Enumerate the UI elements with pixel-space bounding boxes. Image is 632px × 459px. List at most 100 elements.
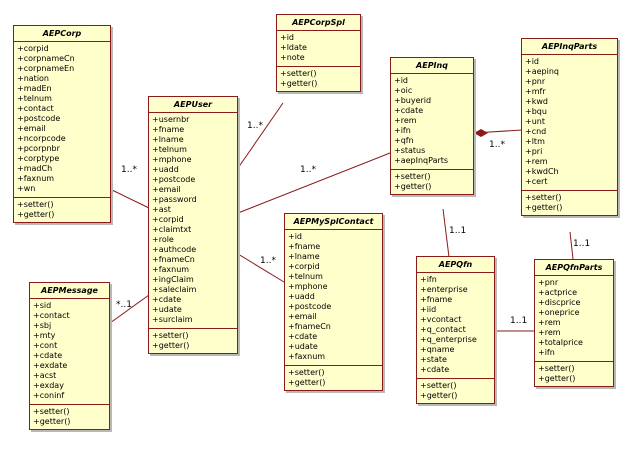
composition-diamond <box>474 129 488 137</box>
attribute: +rem <box>538 328 561 337</box>
class-name: AEPCorpSpl <box>277 15 360 31</box>
attribute: +exday <box>33 381 64 390</box>
attribute: +mphone <box>288 282 328 291</box>
attribute: +telnum <box>288 272 323 281</box>
multiplicity-inq-inqparts: 1..* <box>489 140 505 150</box>
class-name: AEPQfnParts <box>535 260 613 276</box>
multiplicity-corp-user: 1..* <box>121 165 137 175</box>
attribute: +telnum <box>17 94 52 103</box>
multiplicity-inq-qfn: 1..1 <box>449 226 467 236</box>
attribute: +qname <box>420 345 455 354</box>
attribute: +ncorpcode <box>17 134 66 143</box>
attribute: +cdate <box>394 106 424 115</box>
attribute: +id <box>394 76 409 85</box>
operation: +setter() <box>420 381 457 390</box>
class-aepmessage[interactable]: AEPMessage +sid+contact+sbj+mty+cont+cda… <box>29 282 110 430</box>
class-name: AEPCorp <box>14 26 110 42</box>
class-name: AEPMySplContact <box>285 214 382 230</box>
attribute: +fname <box>288 242 321 251</box>
attribute: +email <box>288 312 317 321</box>
attribute: +discprice <box>538 298 581 307</box>
attribute: +uadd <box>288 292 315 301</box>
class-aepmysplcontact[interactable]: AEPMySplContact +id+fname+lname+corpid+t… <box>284 213 383 391</box>
multiplicity-qfn-qfnparts: 1..1 <box>510 316 528 326</box>
attribute: +contact <box>17 104 54 113</box>
attribute: +cdate <box>33 351 63 360</box>
operation: +getter() <box>420 391 458 400</box>
attribute: +cdate <box>152 295 182 304</box>
attribute: +corpid <box>288 262 320 271</box>
attribute-list: +id+aepinq+pnr+mfr+kwd+bqu+unt+cnd+ltm+p… <box>522 55 617 191</box>
attribute: +id <box>288 232 303 241</box>
attribute: +surclaim <box>152 315 193 324</box>
assoc-inqparts-qfnparts <box>569 231 574 260</box>
attribute-list: +corpid+corpnameCn+corpnameEn+nation+mad… <box>14 42 110 198</box>
operation: +getter() <box>152 341 190 350</box>
multiplicity-user-mysplcontact: 1..* <box>260 256 276 266</box>
operation: +setter() <box>288 368 325 377</box>
attribute: +email <box>152 185 181 194</box>
attribute: +postcode <box>17 114 61 123</box>
operation-list: +setter()+getter() <box>149 329 237 353</box>
attribute: +faxnum <box>17 174 55 183</box>
attribute: +actprice <box>538 288 578 297</box>
attribute: +coninf <box>33 391 65 400</box>
attribute: +oic <box>394 86 413 95</box>
attribute: +vcontact <box>420 315 462 324</box>
assoc-inq-user <box>237 152 391 214</box>
attribute: +corptype <box>17 154 60 163</box>
class-aepinq[interactable]: AEPInq +id+oic+buyerid+cdate+rem+ifn+qfn… <box>390 57 474 195</box>
attribute: +nation <box>17 74 49 83</box>
class-name: AEPQfn <box>417 257 494 273</box>
attribute: +cert <box>525 177 548 186</box>
attribute: +cdate <box>288 332 318 341</box>
attribute-list: +usernbr+fname+lname+telnum+mphone+uadd+… <box>149 113 237 329</box>
attribute: +ltm <box>525 137 545 146</box>
class-name: AEPMessage <box>30 283 109 299</box>
attribute: +role <box>152 235 174 244</box>
multiplicity-inqparts-qfnparts: 1..1 <box>573 239 591 249</box>
attribute: +pnr <box>525 77 546 86</box>
operation: +getter() <box>288 378 326 387</box>
attribute: +totalprice <box>538 338 583 347</box>
attribute: +q_contact <box>420 325 466 334</box>
class-aepqfn[interactable]: AEPQfn +ifn+enterprise+fname+iid+vcontac… <box>416 256 495 404</box>
attribute: +sid <box>33 301 52 310</box>
class-aepcorpspl[interactable]: AEPCorpSpl +id+ldate+note +setter()+gett… <box>276 14 361 92</box>
attribute: +note <box>280 53 305 62</box>
multiplicity-corpspl-user: 1..* <box>247 121 263 131</box>
class-aepuser[interactable]: AEPUser +usernbr+fname+lname+telnum+mpho… <box>148 96 238 354</box>
multiplicity-message-user: *..1 <box>116 300 132 310</box>
operation: +setter() <box>525 193 562 202</box>
operation: +setter() <box>538 364 575 373</box>
attribute: +fname <box>420 295 453 304</box>
attribute: +postcode <box>288 302 332 311</box>
multiplicity-inq-user: 1..* <box>300 165 316 175</box>
operation: +getter() <box>280 79 318 88</box>
attribute: +ast <box>152 205 171 214</box>
attribute: +password <box>152 195 197 204</box>
attribute-list: +ifn+enterprise+fname+iid+vcontact+q_con… <box>417 273 494 379</box>
attribute: +wn <box>17 184 36 193</box>
attribute: +contact <box>33 311 70 320</box>
attribute: +claimtxt <box>152 225 192 234</box>
attribute: +madCh <box>17 164 53 173</box>
attribute: +aepinq <box>525 67 559 76</box>
attribute: +status <box>394 146 426 155</box>
attribute: +faxnum <box>152 265 190 274</box>
attribute: +postcode <box>152 175 196 184</box>
class-aepcorp[interactable]: AEPCorp +corpid+corpnameCn+corpnameEn+na… <box>13 25 111 223</box>
operation-list: +setter()+getter() <box>277 67 360 91</box>
class-aepinqparts[interactable]: AEPInqParts +id+aepinq+pnr+mfr+kwd+bqu+u… <box>521 38 618 216</box>
attribute: +unt <box>525 117 545 126</box>
attribute: +saleclaim <box>152 285 197 294</box>
attribute: +pri <box>525 147 543 156</box>
attribute: +cont <box>33 341 58 350</box>
class-aepqfnparts[interactable]: AEPQfnParts +pnr+actprice+discprice+onep… <box>534 259 614 387</box>
attribute: +ldate <box>280 43 307 52</box>
operation: +setter() <box>394 172 431 181</box>
attribute: +state <box>420 355 447 364</box>
class-name: AEPInq <box>391 58 473 74</box>
operation: +getter() <box>525 203 563 212</box>
